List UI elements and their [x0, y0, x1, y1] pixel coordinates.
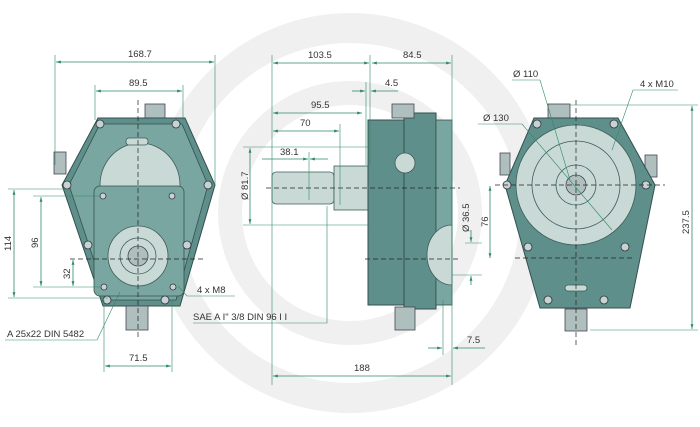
dim-dia-36-5: Ø 36.5 — [461, 203, 472, 232]
note-pto-spec: SAE A I" 3/8 DIN 96 I I — [193, 312, 287, 323]
dim-bottom-width: 71.5 — [129, 353, 148, 364]
side-dimensions: 103.5 84.5 4.5 95.5 70 38.1 Ø 81.7 Ø 36.… — [193, 50, 492, 385]
side-view-gearbox — [266, 103, 460, 331]
dim-95-5: 95.5 — [311, 100, 330, 111]
bottom-plug — [125, 305, 149, 331]
dim-height-96: 96 — [30, 237, 41, 248]
top-plug — [144, 103, 166, 119]
dim-7-5: 7.5 — [467, 335, 480, 346]
side-plug — [53, 151, 67, 175]
dim-dia-110: Ø 110 — [513, 69, 538, 80]
dim-inner-width: 89.5 — [129, 78, 148, 89]
dim-dia-130: Ø 130 — [483, 113, 509, 124]
dim-237-5: 237.5 — [681, 210, 692, 234]
dim-overall-width: 168.7 — [128, 49, 152, 60]
dim-70: 70 — [300, 118, 311, 129]
note-bolts-m10: 4 x M10 — [640, 79, 674, 90]
front-dimensions: 168.7 89.5 114 96 32 71.5 A 25x22 DIN 54… — [3, 49, 235, 372]
bolt-heads — [62, 119, 213, 305]
dim-103-5: 103.5 — [308, 50, 332, 61]
dim-dia-81-7: Ø 81.7 — [240, 171, 251, 200]
dim-76: 76 — [480, 216, 491, 227]
note-shaft-spline: A 25x22 DIN 5482 — [7, 329, 84, 340]
rear-dimensions: Ø 110 Ø 130 4 x M10 237.5 — [478, 69, 698, 331]
note-bolts-m8: 4 x M8 — [197, 285, 226, 296]
dim-188: 188 — [354, 363, 370, 374]
dim-height-32: 32 — [62, 268, 73, 279]
front-view-gearbox — [53, 100, 216, 340]
dim-height-114: 114 — [3, 236, 14, 251]
dim-84-5: 84.5 — [403, 50, 422, 61]
dim-4-5: 4.5 — [385, 78, 398, 89]
rear-view-gearbox — [495, 100, 665, 345]
dim-38-1: 38.1 — [280, 147, 299, 158]
bolt-heads — [502, 119, 651, 305]
